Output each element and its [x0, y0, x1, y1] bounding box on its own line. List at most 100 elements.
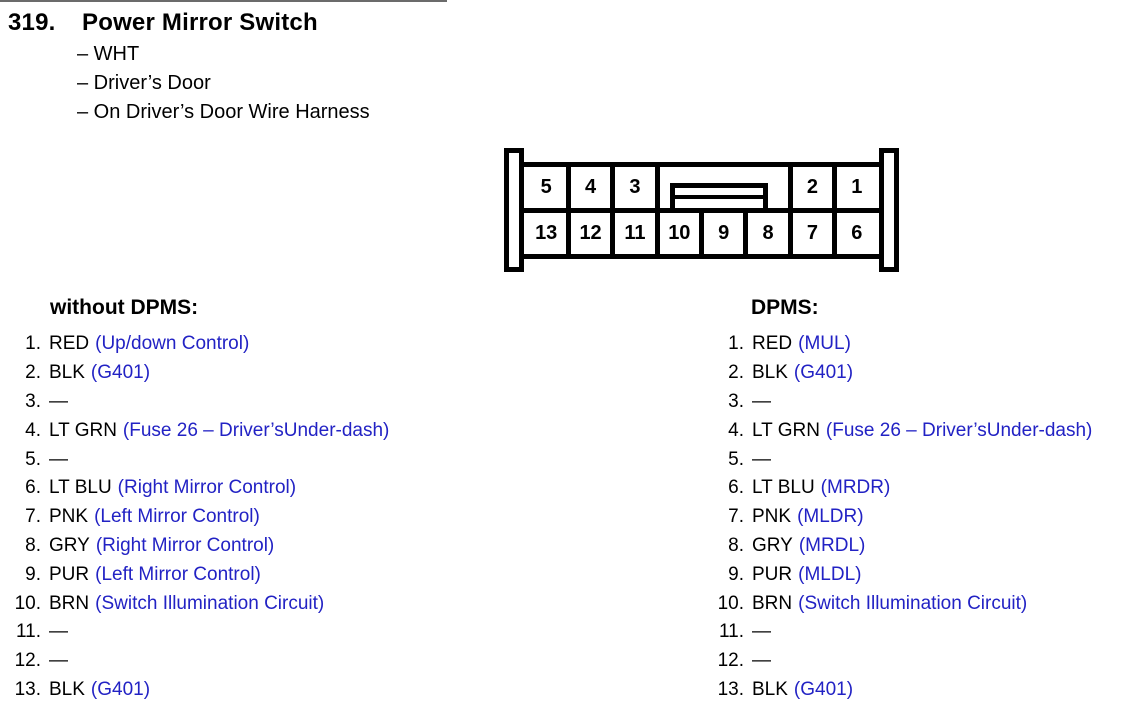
pin-function: (MUL)	[798, 333, 851, 355]
pin-number: 4.	[25, 419, 41, 441]
pin-wire-color: BRN	[752, 592, 793, 614]
pin-function: (MLDL)	[798, 563, 862, 585]
divider	[565, 213, 571, 254]
pin-cell-9: 9	[718, 222, 730, 244]
pin-function: (Right Mirror Control)	[95, 534, 275, 556]
pin-number: 13.	[717, 678, 744, 700]
pin-row: 10.BRN(Switch Illumination Circuit)	[8, 589, 568, 618]
pin-row: 10.BRN(Switch Illumination Circuit)	[700, 589, 1130, 618]
pin-number: 2.	[728, 362, 744, 384]
pin-function: (Right Mirror Control)	[117, 477, 297, 499]
divider	[787, 213, 793, 254]
pin-wire-color: BRN	[49, 592, 90, 614]
divider	[654, 167, 660, 208]
pin-number: 9.	[728, 563, 744, 585]
pin-number: 6.	[728, 477, 744, 499]
pin-number: 5.	[728, 448, 744, 470]
pin-number: 1.	[25, 333, 41, 355]
pin-wire-color: —	[49, 621, 68, 643]
pin-row: 2.BLK(G401)	[700, 359, 1130, 388]
pin-row: 3. —	[8, 388, 568, 417]
pin-number: 4.	[728, 419, 744, 441]
connector-diagram: 5 4 3 2 1 13 12 11 10 9 8 7 6	[504, 148, 899, 272]
section-number: 319.	[8, 9, 56, 36]
pin-row: 13.BLK(G401)	[700, 676, 1130, 705]
pin-cell-11: 11	[624, 222, 646, 244]
pin-row: 7. PNK(Left Mirror Control)	[8, 503, 568, 532]
pin-row: 2.BLK(G401)	[8, 359, 568, 388]
pin-function: (Switch Illumination Circuit)	[798, 592, 1028, 614]
divider	[832, 167, 838, 208]
pin-number: 11.	[15, 621, 41, 643]
pin-number: 12.	[14, 650, 41, 672]
divider	[610, 213, 616, 254]
pin-cell-3: 3	[629, 176, 641, 198]
pin-function: (MLDR)	[797, 506, 864, 528]
pin-number: 2.	[25, 362, 41, 384]
pin-cell-12: 12	[579, 222, 602, 244]
pin-row: 7.PNK(MLDR)	[700, 503, 1130, 532]
pin-row: 12.—	[700, 647, 1130, 676]
pin-row: 11. —	[8, 618, 568, 647]
pin-cell-10: 10	[668, 222, 691, 244]
pin-number: 9.	[25, 563, 41, 585]
pin-row: 8.GRY(MRDL)	[700, 532, 1130, 561]
divider	[610, 167, 616, 208]
pin-wire-color: RED	[752, 333, 793, 355]
connector-body: 5 4 3 2 1 13 12 11 10 9 8 7 6	[519, 162, 884, 259]
pin-row: 4.LT GRN(Fuse 26 – Driver’sUnder-dash)	[700, 416, 1130, 445]
pin-wire-color: PNK	[49, 506, 89, 528]
pin-number: 12.	[717, 650, 744, 672]
pin-function: (G401)	[90, 678, 151, 700]
pin-row: 1.RED(MUL)	[700, 330, 1130, 359]
pin-number: 5.	[25, 448, 41, 470]
divider	[565, 167, 571, 208]
pin-row: 6.LT BLU(MRDR)	[700, 474, 1130, 503]
pin-function: (Up/down Control)	[95, 333, 250, 355]
divider	[654, 213, 660, 254]
pin-wire-color: LT BLU	[49, 477, 112, 499]
pin-wire-color: —	[752, 390, 771, 412]
pin-function: (Fuse 26 – Driver’sUnder-dash)	[825, 419, 1093, 441]
pin-function: (Left Mirror Control)	[94, 506, 260, 528]
detail-harness: – On Driver’s Door Wire Harness	[77, 101, 370, 123]
pin-number: 6.	[25, 477, 41, 499]
pin-function: (Fuse 26 – Driver’sUnder-dash)	[122, 419, 390, 441]
pin-row: 4.LT GRN(Fuse 26 – Driver’sUnder-dash)	[8, 416, 568, 445]
pin-row: 1. RED(Up/down Control)	[8, 330, 568, 359]
pin-wire-color: —	[49, 448, 68, 470]
pin-function: (Left Mirror Control)	[95, 563, 261, 585]
pin-wire-color: GRY	[49, 534, 90, 556]
pin-wire-color: —	[752, 621, 771, 643]
pin-number: 8.	[728, 534, 744, 556]
pin-row: 8. GRY(Right Mirror Control)	[8, 532, 568, 561]
detail-connector-color: – WHT	[77, 43, 140, 65]
pin-row: 5. —	[8, 445, 568, 474]
pin-row: 3.—	[700, 388, 1130, 417]
connector-latch	[670, 183, 768, 208]
divider	[699, 213, 704, 254]
pin-list-dpms: 1.RED(MUL) 2.BLK(G401) 3.— 4.LT GRN(Fuse…	[700, 330, 1130, 704]
pin-row: 9.PUR(MLDL)	[700, 560, 1130, 589]
connector-latch-line	[675, 195, 763, 199]
pin-row: 12.—	[8, 647, 568, 676]
detail-location: – Driver’s Door	[77, 72, 211, 94]
pin-number: 8.	[25, 534, 41, 556]
pin-function: (G401)	[90, 362, 151, 384]
pin-cell-5: 5	[540, 176, 552, 198]
pin-number: 7.	[728, 506, 744, 528]
pin-row: 9.PUR(Left Mirror Control)	[8, 560, 568, 589]
pin-cell-7: 7	[806, 222, 818, 244]
pin-number: 7.	[25, 506, 41, 528]
pin-function: (MRDL)	[798, 534, 866, 556]
pin-number: 13.	[14, 678, 41, 700]
pin-wire-color: BLK	[49, 678, 85, 700]
divider	[787, 167, 793, 208]
pin-number: 11.	[718, 621, 744, 643]
pin-row: 11. —	[700, 618, 1130, 647]
pin-wire-color: BLK	[752, 362, 788, 384]
pin-number: 3.	[25, 390, 41, 412]
pin-wire-color: —	[49, 390, 68, 412]
pin-wire-color: RED	[49, 333, 90, 355]
